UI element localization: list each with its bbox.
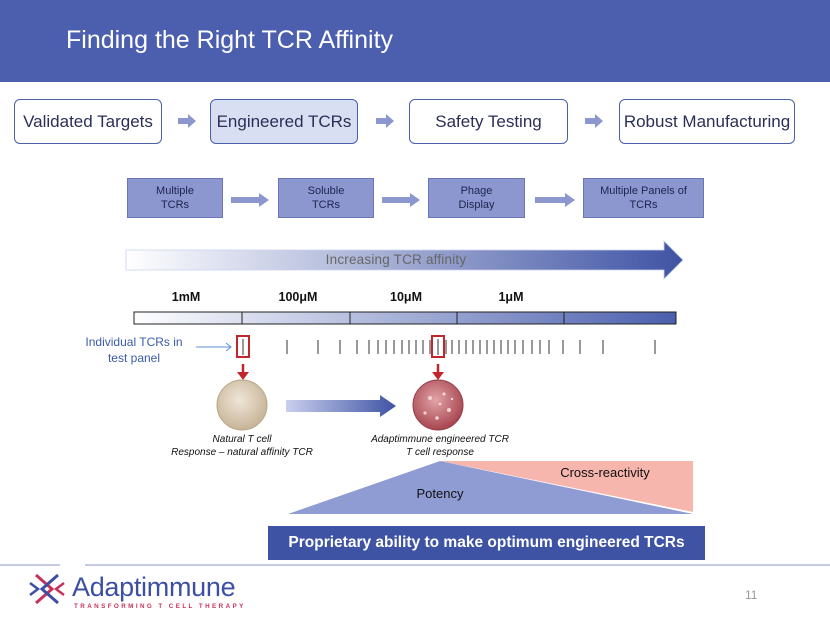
tcr-tick-marks [242, 339, 656, 355]
affinity-label: Increasing TCR affinity [325, 252, 467, 267]
concentration-bar [133, 311, 677, 325]
arrow-right-icon [585, 114, 603, 128]
logo-wordmark: Adaptimmune [72, 572, 236, 602]
step-safety-testing: Safety Testing [409, 99, 568, 144]
highlight-engineered-tcr [431, 335, 445, 380]
engineered-response-caption: Adaptimmune engineered TCR T cell respon… [371, 434, 509, 458]
proprietary-banner: Proprietary ability to make optimum engi… [268, 526, 705, 560]
arrow-right-icon [231, 193, 269, 207]
natural-response-caption: Natural T cell Response – natural affini… [171, 434, 313, 458]
arrow-right-icon [178, 114, 196, 128]
logo-tagline: TRANSFORMING T CELL THERAPY [74, 603, 246, 610]
concentration-1mm: 1mM [171, 290, 201, 304]
step-robust-manufacturing: Robust Manufacturing [619, 99, 795, 144]
individual-tcrs-label: Individual TCRs in test panel [85, 335, 183, 365]
cross-reactivity-label: Cross-reactivity [560, 465, 650, 480]
concentration-100um: 100μM [278, 290, 318, 304]
potency-triangle [288, 461, 693, 514]
concentration-10um: 10μM [390, 290, 422, 304]
dish-transition-arrow [286, 395, 396, 417]
page-number: 11 [745, 588, 758, 602]
potency-label: Potency [416, 486, 464, 501]
concentration-1um: 1μM [498, 290, 524, 304]
arrow-right-icon [535, 193, 575, 207]
slide-title: Finding the Right TCR Affinity [66, 26, 394, 54]
slide-header: Finding the Right TCR Affinity [0, 0, 830, 82]
pointer-arrow-icon [196, 342, 232, 352]
engineered-response-dish [412, 379, 464, 431]
affinity-arrow [125, 240, 684, 280]
arrow-right-icon [376, 114, 394, 128]
natural-response-dish [216, 379, 268, 431]
arrow-right-icon [382, 193, 420, 207]
cross-reactivity-wedge [440, 461, 693, 512]
step-engineered-tcrs: Engineered TCRs [210, 99, 358, 144]
adaptimmune-logo-icon [29, 573, 65, 605]
highlight-natural-tcr [236, 335, 250, 380]
step-validated-targets: Validated Targets [14, 99, 162, 144]
